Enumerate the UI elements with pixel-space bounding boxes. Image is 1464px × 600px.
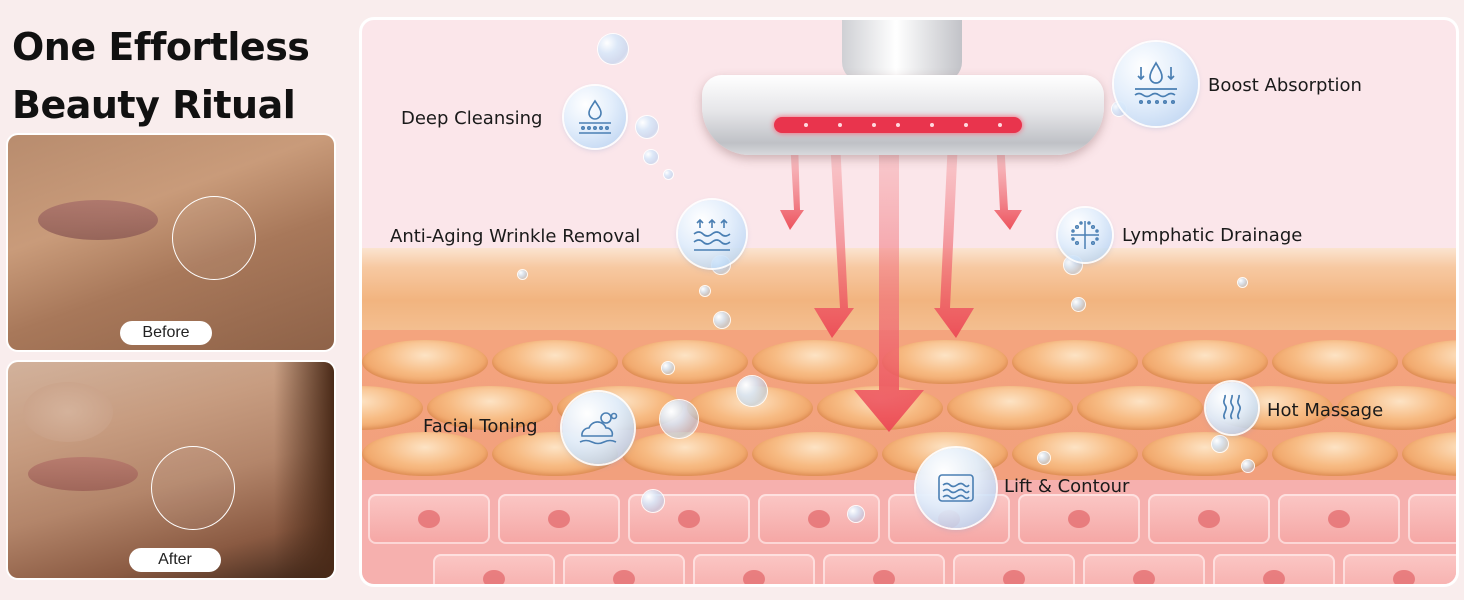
epidermis-layer (362, 248, 1456, 343)
arrow-inner-right (934, 140, 974, 338)
dermis-cell (433, 554, 555, 584)
skin-cell (1012, 340, 1138, 384)
headline-line-2: Beauty Ritual (12, 83, 296, 127)
bubble (700, 286, 710, 296)
dermis-cell (1083, 554, 1205, 584)
boost-absorption-label: Boost Absorption (1208, 75, 1362, 96)
arrow-inner-left (814, 140, 854, 338)
anti-aging-label: Anti-Aging Wrinkle Removal (390, 226, 641, 247)
absorption-droplet-icon (1134, 61, 1177, 105)
arrow-center (854, 140, 924, 432)
skin-illustration-panel: Deep Cleansing Boost Absorption Anti-Agi… (362, 20, 1456, 584)
bubble (737, 376, 767, 406)
dermis-cell (1148, 494, 1270, 544)
after-photo: After (8, 362, 334, 578)
deep-cleansing-label: Deep Cleansing (401, 108, 543, 129)
lymphatic-drainage-label: Lymphatic Drainage (1122, 225, 1303, 246)
bubble (1242, 460, 1254, 472)
hot-massage-label: Hot Massage (1267, 400, 1384, 421)
dermis-cell (563, 554, 685, 584)
skin-cell (427, 386, 553, 430)
bubble (664, 170, 673, 179)
dermis-cell (498, 494, 620, 544)
dermis-cell (1278, 494, 1400, 544)
dermis-cell (1408, 494, 1456, 544)
skin-cell (1272, 432, 1398, 476)
dermis-cell (1213, 554, 1335, 584)
headline-line-1: One Effortless (12, 25, 310, 69)
before-label: Before (120, 321, 212, 345)
after-label: After (129, 548, 221, 572)
skin-cell (1337, 386, 1456, 430)
lift-contour-badge (916, 448, 996, 528)
before-focus-circle (172, 196, 256, 280)
hair-shape (274, 362, 334, 578)
toning-cloud-icon (579, 412, 618, 445)
skin-cell (1142, 340, 1268, 384)
before-photo: Before (8, 135, 334, 350)
dermis-cell (1343, 554, 1456, 584)
bubble (1212, 436, 1228, 452)
bubble (636, 116, 658, 138)
facial-toning-label: Facial Toning (423, 416, 538, 437)
red-light-strip (774, 117, 1022, 133)
skin-cell (1012, 432, 1138, 476)
facial-toning-badge (562, 392, 634, 464)
bubble (644, 150, 658, 164)
bubble (660, 400, 698, 438)
anti-aging-badge (678, 200, 746, 268)
bubble (1238, 278, 1247, 287)
skin-cell (362, 432, 488, 476)
after-focus-circle (151, 446, 235, 530)
bubble (1072, 298, 1085, 311)
arrow-outer-right (994, 140, 1022, 230)
skin-cell (492, 340, 618, 384)
deep-cleansing-badge (564, 86, 626, 148)
device-handle (842, 20, 962, 82)
heat-waves-icon (1223, 394, 1241, 420)
drainage-dots-icon (1071, 221, 1099, 249)
headline: One Effortless Beauty Ritual (12, 18, 342, 134)
dermis-cell (953, 554, 1075, 584)
energy-arrows (780, 140, 1022, 432)
lips-shape (38, 200, 158, 240)
skin-cell (882, 340, 1008, 384)
skin-cell (622, 432, 748, 476)
lift-contour-label: Lift & Contour (1004, 476, 1130, 497)
skin-cell (1077, 386, 1203, 430)
skin-cell (622, 340, 748, 384)
skin-cell (362, 340, 488, 384)
device-head (702, 75, 1104, 155)
dermis-cell (1018, 494, 1140, 544)
bubble (598, 34, 628, 64)
bubble (1038, 452, 1050, 464)
bubble (714, 312, 730, 328)
bubble (642, 490, 664, 512)
arrow-outer-left (780, 140, 804, 230)
hot-massage-badge (1206, 382, 1258, 434)
bubble (518, 270, 527, 279)
skin-cell (1272, 340, 1398, 384)
bubble (848, 506, 864, 522)
lips-shape (28, 457, 138, 491)
dermis-cell (368, 494, 490, 544)
wave-arrows-icon (693, 218, 731, 251)
lift-waves-icon (938, 474, 974, 502)
droplet-cleansing-icon (579, 99, 611, 134)
boost-absorption-badge (1114, 42, 1198, 126)
nose-shape (23, 382, 113, 442)
lymphatic-drainage-badge (1058, 208, 1112, 262)
dermis-cell (693, 554, 815, 584)
skin-cell (947, 386, 1073, 430)
skin-cell (752, 432, 878, 476)
dermis-layer (362, 480, 1456, 584)
bubble (662, 362, 674, 374)
dermis-cell (823, 554, 945, 584)
skin-cell (752, 340, 878, 384)
